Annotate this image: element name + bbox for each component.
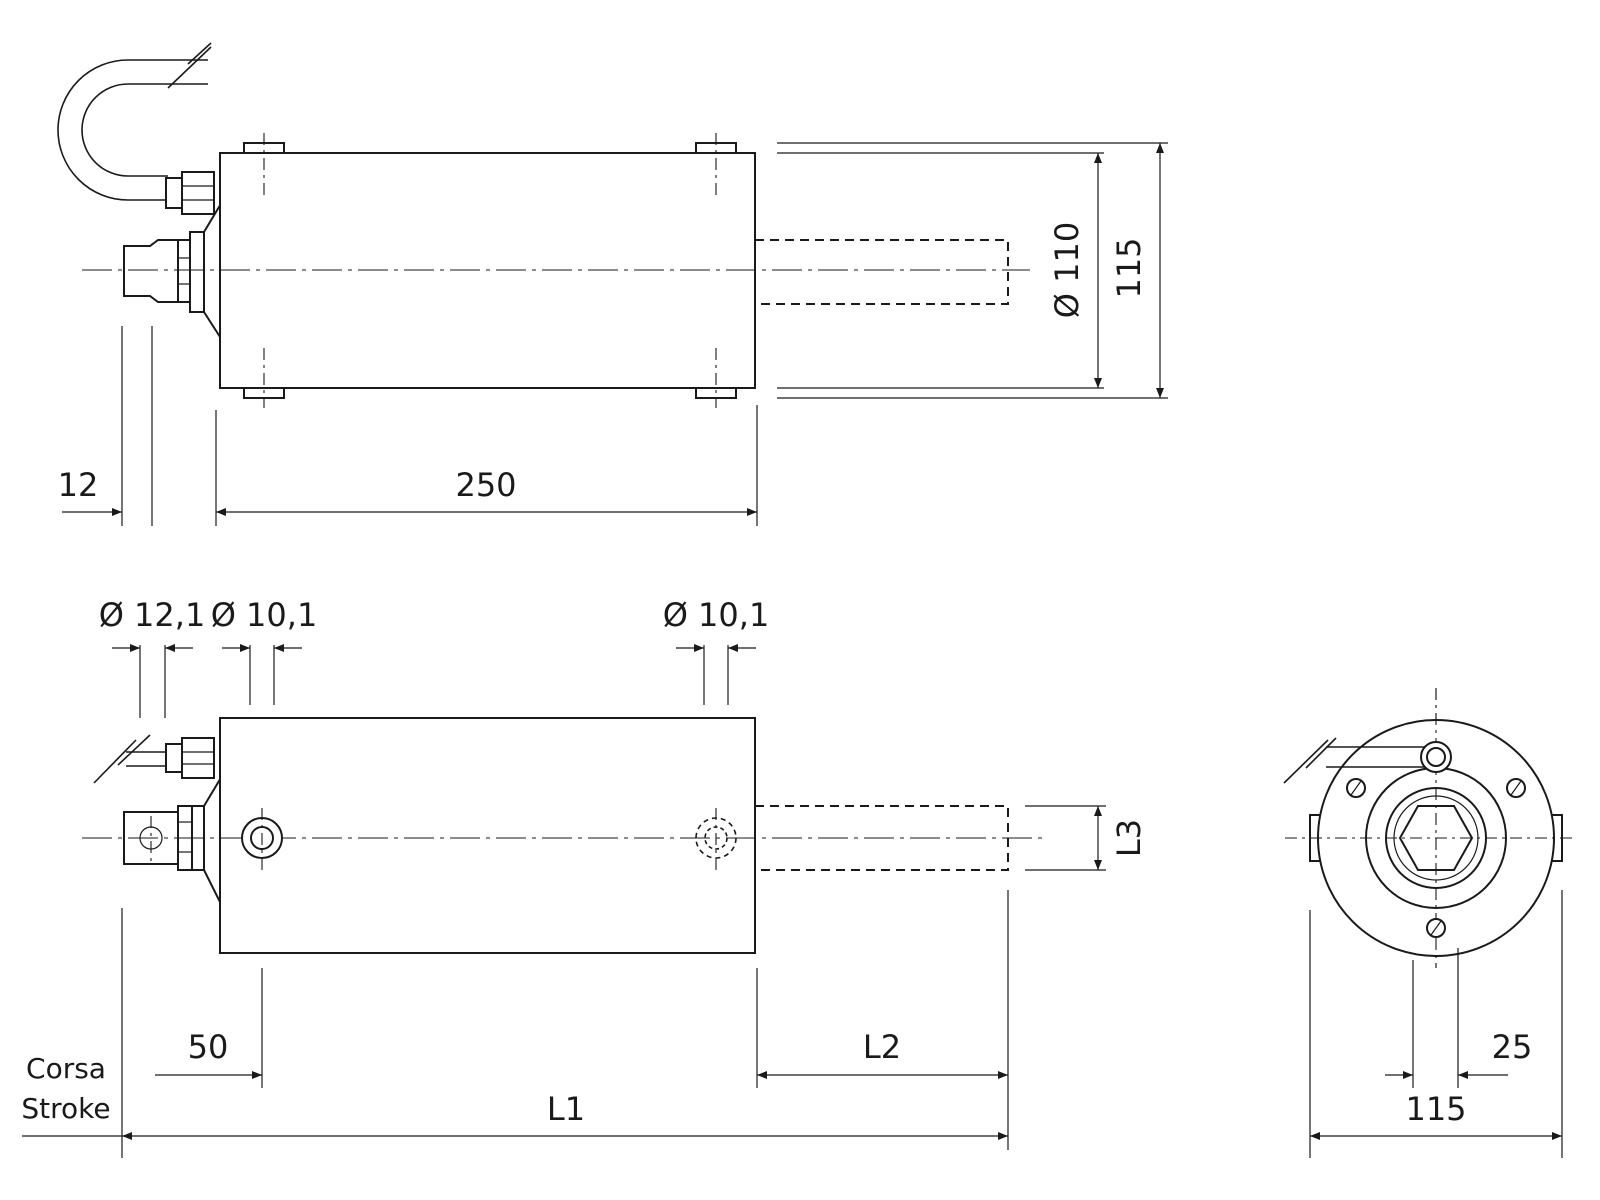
dim-front-hole: Ø 10,1 bbox=[211, 596, 318, 705]
dim-115-vertical-label: 115 bbox=[1110, 237, 1148, 298]
connector bbox=[123, 198, 223, 344]
cable-entry-end bbox=[1283, 737, 1452, 784]
dim-l1-label: L1 bbox=[547, 1090, 585, 1128]
dim-115-horizontal-label: 115 bbox=[1405, 1090, 1466, 1128]
dim-l3: L3 bbox=[1025, 805, 1148, 871]
dim-diameter-110-label: Ø 110 bbox=[1048, 222, 1086, 318]
end-view: 25 115 bbox=[1283, 688, 1575, 1158]
bottom-view: Ø 12,1 Ø 10,1 Ø 10,1 L3 bbox=[21, 596, 1148, 1158]
mounting-hole-front bbox=[241, 808, 283, 870]
cable-stub bbox=[93, 734, 215, 784]
dim-l3-label: L3 bbox=[1110, 819, 1148, 857]
top-view: 12 250 Ø 110 115 bbox=[57, 42, 1168, 526]
rod-bottom bbox=[754, 805, 1009, 871]
dim-25-label: 25 bbox=[1492, 1028, 1533, 1066]
dim-12: 12 bbox=[58, 326, 153, 526]
dim-l1: L1 bbox=[121, 908, 1008, 1158]
dim-rear-hole-label: Ø 10,1 bbox=[663, 596, 770, 634]
dim-115-vertical: 115 bbox=[777, 142, 1168, 399]
dim-l2: L2 bbox=[756, 890, 1009, 1150]
stroke-label: Corsa Stroke bbox=[21, 1052, 122, 1137]
dim-25: 25 bbox=[1385, 948, 1532, 1088]
mounting-hole-rear bbox=[695, 808, 737, 870]
dim-l2-label: L2 bbox=[863, 1028, 901, 1066]
screw-left bbox=[1346, 778, 1366, 798]
dim-50-label: 50 bbox=[188, 1028, 229, 1066]
rod-top bbox=[754, 239, 1009, 305]
dim-250-label: 250 bbox=[455, 466, 516, 504]
dim-cable-hole: Ø 12,1 bbox=[99, 596, 206, 718]
dim-rear-hole: Ø 10,1 bbox=[663, 596, 770, 705]
dim-50: 50 bbox=[155, 968, 263, 1088]
dim-12-label: 12 bbox=[58, 466, 99, 504]
dim-250: 250 bbox=[215, 405, 758, 526]
screw-bottom bbox=[1426, 918, 1446, 938]
dim-front-hole-label: Ø 10,1 bbox=[211, 596, 318, 634]
dim-cable-hole-label: Ø 12,1 bbox=[99, 596, 206, 634]
body-bottom bbox=[219, 717, 756, 954]
stroke-label-it: Corsa bbox=[26, 1052, 106, 1085]
screw-right bbox=[1506, 778, 1526, 798]
connector-bottom bbox=[123, 772, 223, 907]
cable-loop bbox=[57, 42, 215, 215]
dim-115-horizontal: 115 bbox=[1309, 890, 1563, 1158]
stroke-label-en: Stroke bbox=[21, 1092, 110, 1125]
mounting-lugs-top bbox=[243, 133, 737, 408]
dim-diameter-110: Ø 110 bbox=[777, 152, 1104, 389]
